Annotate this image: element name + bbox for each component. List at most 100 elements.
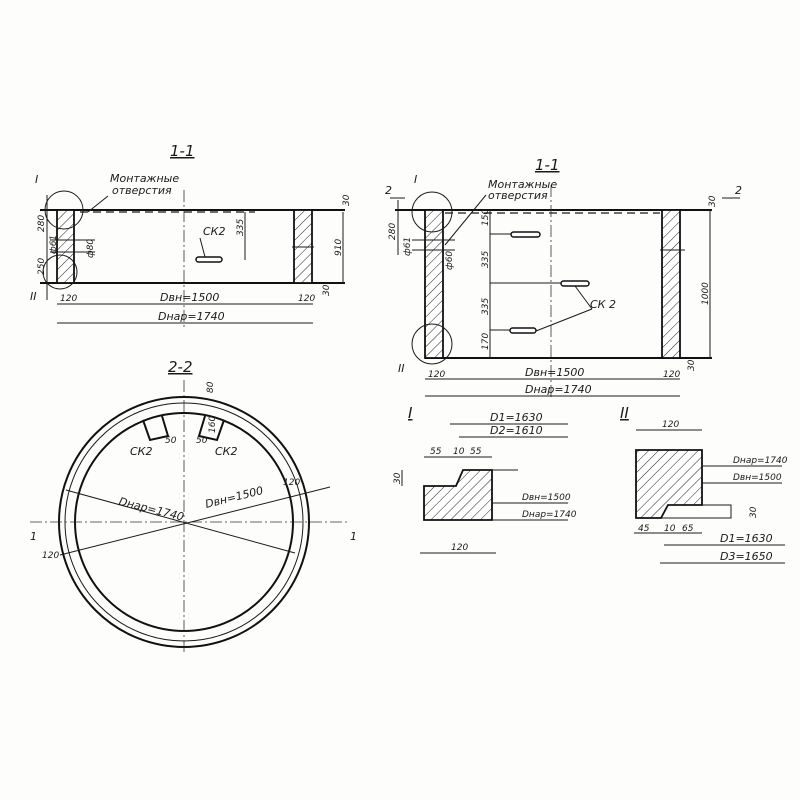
- rung-ck2-right: [197, 415, 225, 442]
- note-line1: Монтажные: [110, 172, 179, 185]
- section-marker-left: 2: [385, 184, 392, 197]
- callout-label-I: I: [414, 173, 417, 186]
- right-wall: [661, 209, 681, 359]
- left-section-view: 1-1 I II Монтажные отверстия СК2 335 910…: [30, 142, 352, 330]
- right-section-title: 1-1: [535, 156, 560, 174]
- leader: [444, 194, 487, 246]
- dim-335b: 335: [481, 298, 491, 315]
- detail-II-step: [661, 504, 732, 519]
- detail-I-title: I: [408, 404, 413, 422]
- dim-width: 120: [662, 420, 679, 430]
- left-wall: [424, 209, 444, 359]
- dim-wall-right: 120: [283, 478, 300, 488]
- rung-label-right: СК2: [215, 445, 238, 458]
- dim-280: 280: [388, 223, 398, 240]
- section-mark-left: 1: [30, 530, 37, 543]
- dim-280: 280: [37, 215, 47, 232]
- dim-50-left: 50: [165, 436, 177, 446]
- plan-section-view: 2-2 Dнар=1740 Dвн=1500 120 120 160 СК2 С…: [30, 358, 357, 655]
- d1: D1=1630: [720, 532, 773, 545]
- leader: [574, 285, 593, 310]
- rung-ck2: [509, 327, 537, 334]
- dim-50-right: 50: [196, 436, 208, 446]
- outer-diameter: Dнар=1740: [117, 495, 185, 524]
- dim-250: 250: [37, 258, 47, 275]
- dim-910: 910: [334, 239, 344, 256]
- callout-label-II: II: [30, 290, 37, 303]
- inner-diameter: Dвн=1500: [204, 484, 265, 511]
- diameter-line: [65, 489, 296, 554]
- dim-hole-60: ф60: [445, 251, 455, 270]
- dim-hole-80: ф80: [86, 239, 96, 258]
- left-section-title: 1-1: [170, 142, 195, 160]
- dim-30: 30: [393, 472, 403, 484]
- dim-55b: 55: [470, 447, 482, 457]
- callout-label-I: I: [35, 173, 38, 186]
- callout-circle-II: [42, 254, 78, 290]
- dim-wall-left: 120: [60, 294, 77, 304]
- inner-diameter: Dвн=1500: [160, 291, 219, 304]
- dim-335a: 335: [481, 251, 491, 268]
- plan-title: 2-2: [168, 358, 193, 376]
- dim-1000: 1000: [701, 282, 711, 305]
- dim-80: 80: [206, 381, 216, 393]
- dim-160: 160: [208, 416, 218, 433]
- inner-diameter: Dвн=1500: [733, 473, 782, 483]
- section-mark-right: 1: [350, 530, 357, 543]
- leader: [535, 308, 593, 332]
- dim-30-top: 30: [708, 195, 718, 207]
- outer-diameter: Dнар=1740: [522, 510, 577, 520]
- callout-label-II: II: [398, 362, 405, 375]
- callout-circle-II: [411, 323, 453, 365]
- left-wall: [56, 209, 75, 284]
- outer-diameter: Dнар=1740: [733, 456, 788, 466]
- right-section-view: 1-1 I II Монтажные отверстия 2 2 СК 2 15…: [385, 156, 742, 400]
- note-line2: отверстия: [112, 184, 172, 197]
- dim-30-bottom: 30: [687, 359, 697, 371]
- dim-45: 45: [638, 524, 650, 534]
- dim-wall-left: 120: [42, 551, 59, 561]
- leader: [87, 195, 109, 213]
- rung-label-left: СК2: [130, 445, 153, 458]
- dim-55a: 55: [430, 447, 442, 457]
- callout-circle-I: [411, 191, 453, 233]
- note-line2: отверстия: [488, 189, 548, 202]
- callout-circle-I: [44, 190, 84, 230]
- d3: D3=1650: [720, 550, 773, 563]
- rung-ck2: [560, 280, 590, 287]
- dim-10: 10: [664, 524, 676, 534]
- dim-65: 65: [682, 524, 694, 534]
- detail-II: II 120 Dнар=1740 Dвн=1500 30 45 10 65 D1…: [620, 404, 788, 564]
- dim-hole-61: ф61: [403, 237, 413, 256]
- outer-diameter: Dнар=1740: [158, 310, 225, 323]
- dim-hole-61: ф61: [49, 235, 59, 254]
- diameter-line: [59, 486, 331, 556]
- section-marker-right: 2: [735, 184, 742, 197]
- dim-wall-right: 120: [298, 294, 315, 304]
- rung-label: СК2: [203, 225, 226, 238]
- outer-diameter: Dнар=1740: [525, 383, 592, 396]
- dim-wall-right: 120: [663, 370, 680, 380]
- dim-150: 150: [481, 209, 491, 226]
- dim-30-bottom: 30: [322, 284, 332, 296]
- dim-30: 30: [749, 506, 759, 518]
- rung-label: СК 2: [590, 298, 616, 311]
- rung-ck2-left: [142, 415, 170, 442]
- dim-30-top: 30: [342, 194, 352, 206]
- dim-10: 10: [453, 447, 465, 457]
- detail-II-profile: [635, 449, 703, 519]
- dim-wall-left: 120: [428, 370, 445, 380]
- rung-ck2: [510, 231, 541, 238]
- detail-II-title: II: [620, 404, 629, 422]
- dim-170: 170: [481, 333, 491, 350]
- detail-I-profile: [423, 469, 493, 521]
- dim-width: 120: [451, 543, 468, 553]
- leader: [199, 237, 206, 258]
- d2: D2=1610: [490, 424, 543, 437]
- inner-diameter: Dвн=1500: [522, 493, 571, 503]
- note-line1: Монтажные: [488, 178, 557, 191]
- rung-ck2: [195, 256, 223, 263]
- detail-I: I D1=1630 D2=1610 55 10 55 30 Dвн=1500 D…: [393, 404, 577, 554]
